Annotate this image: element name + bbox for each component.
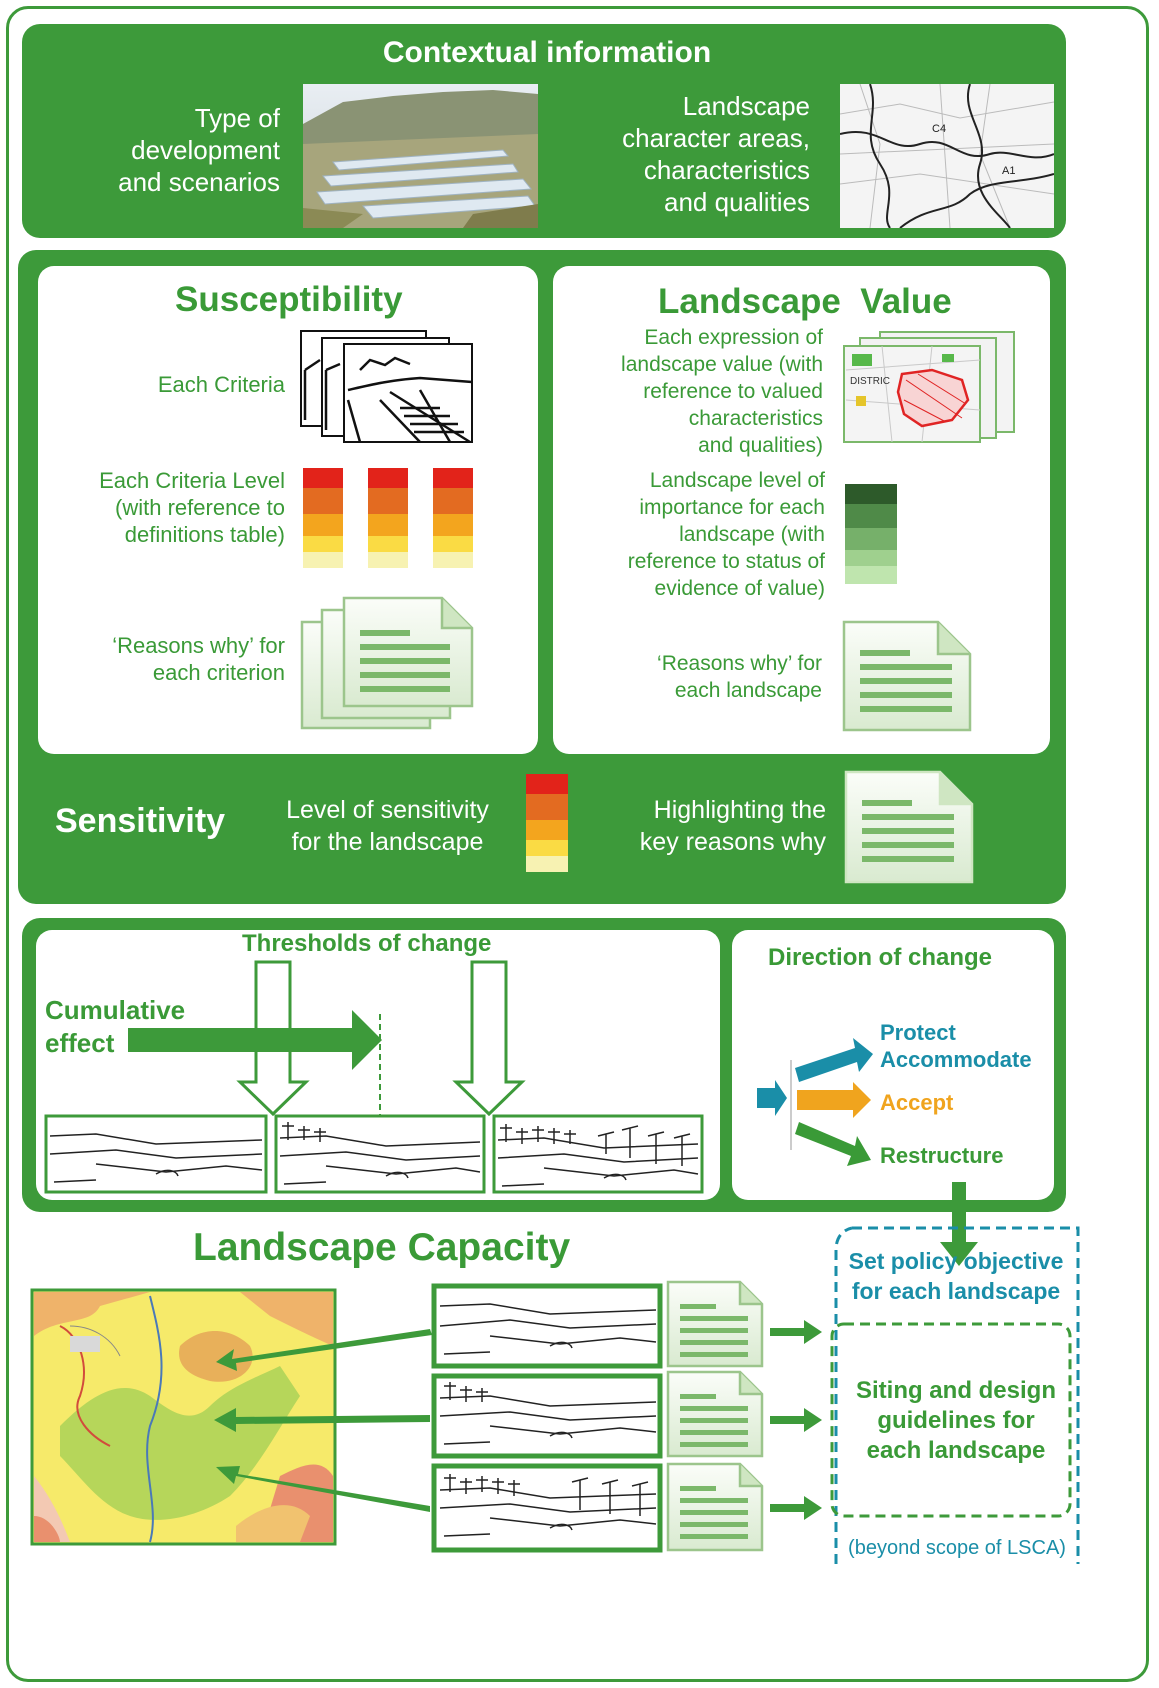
value-map-stack: DISTRIC xyxy=(842,330,1017,445)
outer-frame xyxy=(6,6,1149,1682)
restructure-label: Restructure xyxy=(880,1143,1004,1168)
capacity-sketch-1 xyxy=(431,1283,663,1369)
protect-arrow xyxy=(795,1038,873,1082)
source-arrow xyxy=(757,1080,787,1116)
cumulative-arrow xyxy=(128,1010,382,1070)
criteria-level-scales xyxy=(303,468,475,570)
map-label-a1: A1 xyxy=(1002,165,1015,177)
restructure-arrow xyxy=(795,1122,871,1166)
level-scale-1 xyxy=(303,468,343,568)
capacity-doc-1 xyxy=(666,1280,764,1368)
direction-title: Direction of change xyxy=(768,944,993,971)
landscape-sketch-1 xyxy=(44,1114,268,1194)
scope-note: (beyond scope of LSCA) xyxy=(848,1537,1066,1559)
sensitivity-scale xyxy=(526,774,568,872)
accept-label: Accept xyxy=(880,1090,954,1115)
capacity-doc-2 xyxy=(666,1370,764,1458)
document-icon xyxy=(842,620,972,732)
map-label-c4: C4 xyxy=(932,123,946,135)
criteria-sketch-stack xyxy=(300,330,475,445)
each-criteria-label: Each Criteria xyxy=(157,372,285,397)
context-title: Contextual information xyxy=(382,36,712,69)
protect-label: Protect xyxy=(880,1020,956,1045)
direction-box xyxy=(732,930,1054,1200)
svg-text:DISTRIC: DISTRIC xyxy=(850,376,890,387)
landscape-value-title: Landscape Value xyxy=(658,282,952,321)
accommodate-label: Accommodate xyxy=(880,1047,1032,1072)
character-areas-map: C4 A1 xyxy=(840,84,1054,228)
level-scale-3 xyxy=(433,468,473,568)
development-photo xyxy=(303,84,538,228)
map-arrow-3 xyxy=(216,1466,430,1512)
level-scale-2 xyxy=(368,468,408,568)
document-stack-icon xyxy=(300,596,475,732)
capacity-map xyxy=(30,1288,337,1546)
capacity-sketch-3 xyxy=(431,1463,663,1553)
landscape-sketch-3 xyxy=(492,1114,704,1194)
thresholds-graphic xyxy=(36,958,720,1200)
capacity-doc-3 xyxy=(666,1462,764,1552)
capacity-graphic xyxy=(0,1176,1159,1688)
capacity-sketch-2 xyxy=(431,1373,663,1459)
threshold-arrow-2 xyxy=(452,960,526,1117)
map-arrow-2 xyxy=(214,1408,430,1432)
thresholds-title: Thresholds of change xyxy=(242,930,492,957)
direction-graphic xyxy=(755,1030,875,1170)
capacity-title: Landscape Capacity xyxy=(193,1226,571,1269)
highlight-document-icon xyxy=(844,770,974,884)
importance-scale xyxy=(845,484,897,584)
sensitivity-title: Sensitivity xyxy=(55,802,226,840)
landscape-sketch-2 xyxy=(274,1114,486,1194)
accept-arrow xyxy=(797,1082,871,1118)
map-arrow-1 xyxy=(216,1329,432,1371)
susceptibility-title: Susceptibility xyxy=(175,280,403,319)
